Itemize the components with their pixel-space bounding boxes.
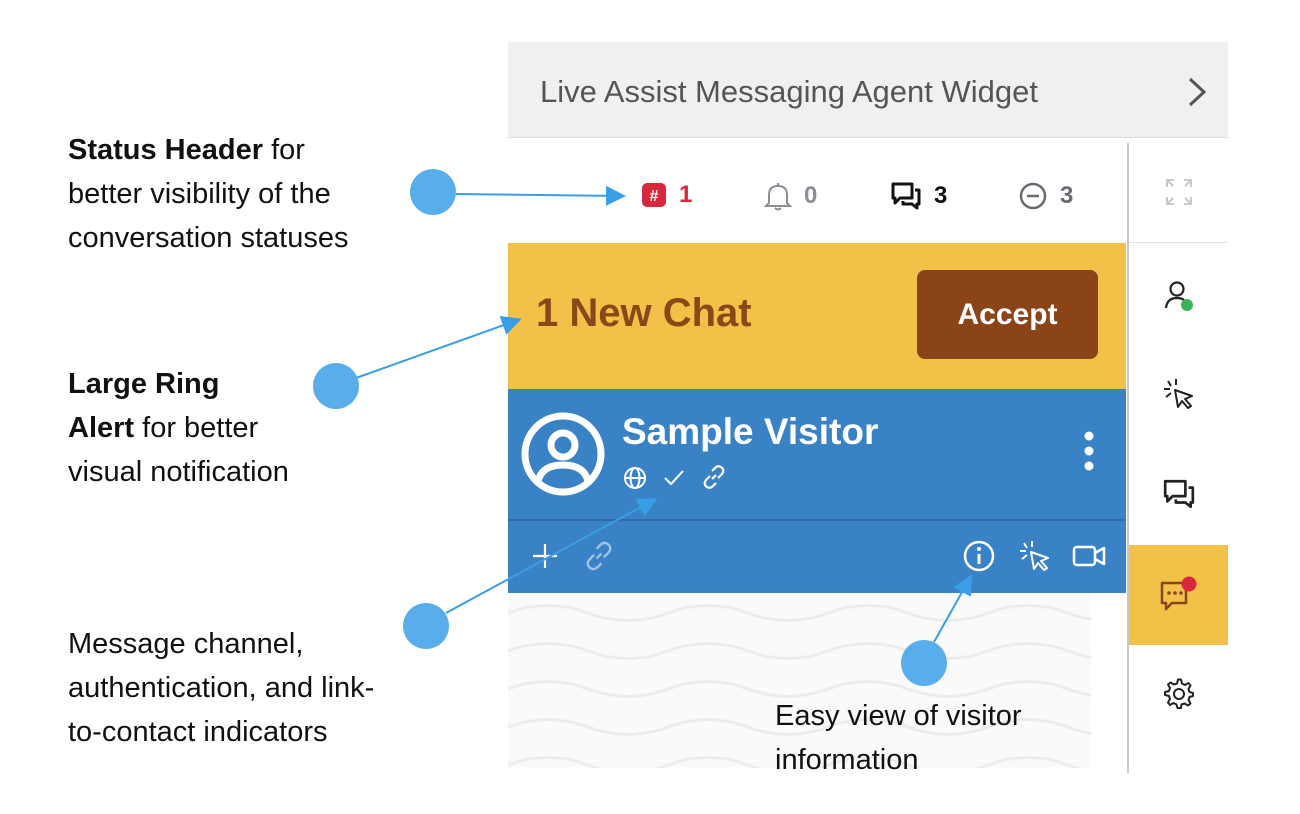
rail-conversations[interactable]: [1129, 445, 1228, 543]
bell-icon: [764, 183, 792, 211]
wave-background-pattern: [508, 604, 1091, 768]
rail-agent-status[interactable]: [1129, 247, 1228, 345]
visitor-avatar-icon: [521, 412, 605, 496]
status-notifications[interactable]: 0: [764, 181, 817, 211]
svg-text:#: #: [650, 188, 659, 205]
status-header: # 1 0 3 3: [508, 143, 1126, 243]
annotation-dot-channel: [403, 603, 449, 649]
right-rail: [1127, 143, 1228, 773]
annotation-ring-bold: Large Ring: [68, 368, 220, 400]
accept-button[interactable]: Accept: [917, 270, 1098, 359]
status-new-count: 1: [679, 181, 693, 208]
widget-title-bar[interactable]: Live Assist Messaging Agent Widget: [508, 42, 1228, 138]
cursor-click-icon: [1163, 379, 1193, 409]
visitor-card: Sample Visitor: [508, 389, 1126, 593]
status-new[interactable]: # 1: [641, 181, 692, 209]
link-contact-icon[interactable]: [582, 539, 616, 573]
chevron-right-icon[interactable]: [1184, 76, 1210, 108]
rail-expand[interactable]: [1129, 143, 1228, 241]
chat-bubbles-icon: [1163, 479, 1194, 509]
new-chat-count-label: 1 New Chat: [536, 291, 752, 335]
video-camera-icon[interactable]: [1072, 541, 1106, 571]
annotation-text: Easy view of visitor: [775, 700, 1022, 732]
annotation-dot-ring: [313, 363, 359, 409]
rail-messaging-active[interactable]: [1129, 545, 1228, 645]
status-ended-count: 3: [1060, 182, 1074, 209]
globe-icon: [624, 467, 646, 489]
annotation-visitor-info: Easy view of visitor information: [775, 694, 1022, 782]
annotation-ring-alert: Large Ring Alert for better visual notif…: [68, 362, 289, 494]
annotation-status-header: Status Header for better visibility of t…: [68, 128, 348, 260]
link-icon: [703, 465, 725, 489]
expand-icon: [1165, 179, 1192, 205]
connector-ring-alert: [355, 315, 522, 379]
annotation-text: visual notification: [68, 456, 289, 488]
annotation-text: for: [263, 134, 305, 166]
annotation-dot-visitor-info: [901, 640, 947, 686]
rail-cobrowse[interactable]: [1129, 345, 1228, 443]
visitor-card-divider: [508, 519, 1126, 521]
visitor-name: Sample Visitor: [622, 411, 879, 452]
more-vertical-icon[interactable]: [1082, 429, 1096, 473]
widget-title: Live Assist Messaging Agent Widget: [540, 74, 1038, 109]
annotation-text: conversation statuses: [68, 222, 349, 254]
gear-icon: [1163, 678, 1194, 709]
chat-transcript-area[interactable]: [508, 593, 1091, 768]
ring-alert-bar: 1 New Chat Accept: [508, 243, 1126, 389]
annotation-ring-bold: Alert: [68, 412, 135, 444]
cobrowse-cursor-icon[interactable]: [1018, 539, 1052, 573]
annotation-dot-status: [410, 169, 456, 215]
chat-bubbles-icon: [891, 182, 921, 210]
checkmark-icon: [664, 470, 684, 486]
hashtag-badge-icon: #: [642, 183, 666, 207]
annotation-text: Message channel,: [68, 628, 304, 660]
rail-settings[interactable]: [1129, 645, 1228, 743]
plus-icon[interactable]: [530, 541, 560, 571]
annotation-text: authentication, and link-: [68, 672, 375, 704]
status-ended[interactable]: 3: [1018, 181, 1073, 211]
annotation-text: for better: [134, 412, 259, 444]
status-active[interactable]: 3: [890, 181, 947, 211]
user-online-icon: [1164, 281, 1193, 311]
annotation-text: to-contact indicators: [68, 716, 328, 748]
annotation-text: information: [775, 744, 919, 776]
minus-circle-icon: [1019, 182, 1047, 210]
status-active-count: 3: [934, 182, 948, 209]
message-alert-icon: [1160, 576, 1196, 611]
info-icon[interactable]: [962, 539, 996, 573]
rail-divider: [1129, 242, 1228, 243]
annotation-text: better visibility of the: [68, 178, 331, 210]
annotation-status-header-bold: Status Header: [68, 134, 264, 166]
status-notifications-count: 0: [804, 182, 818, 209]
annotation-channel-indicators: Message channel, authentication, and lin…: [68, 622, 374, 754]
